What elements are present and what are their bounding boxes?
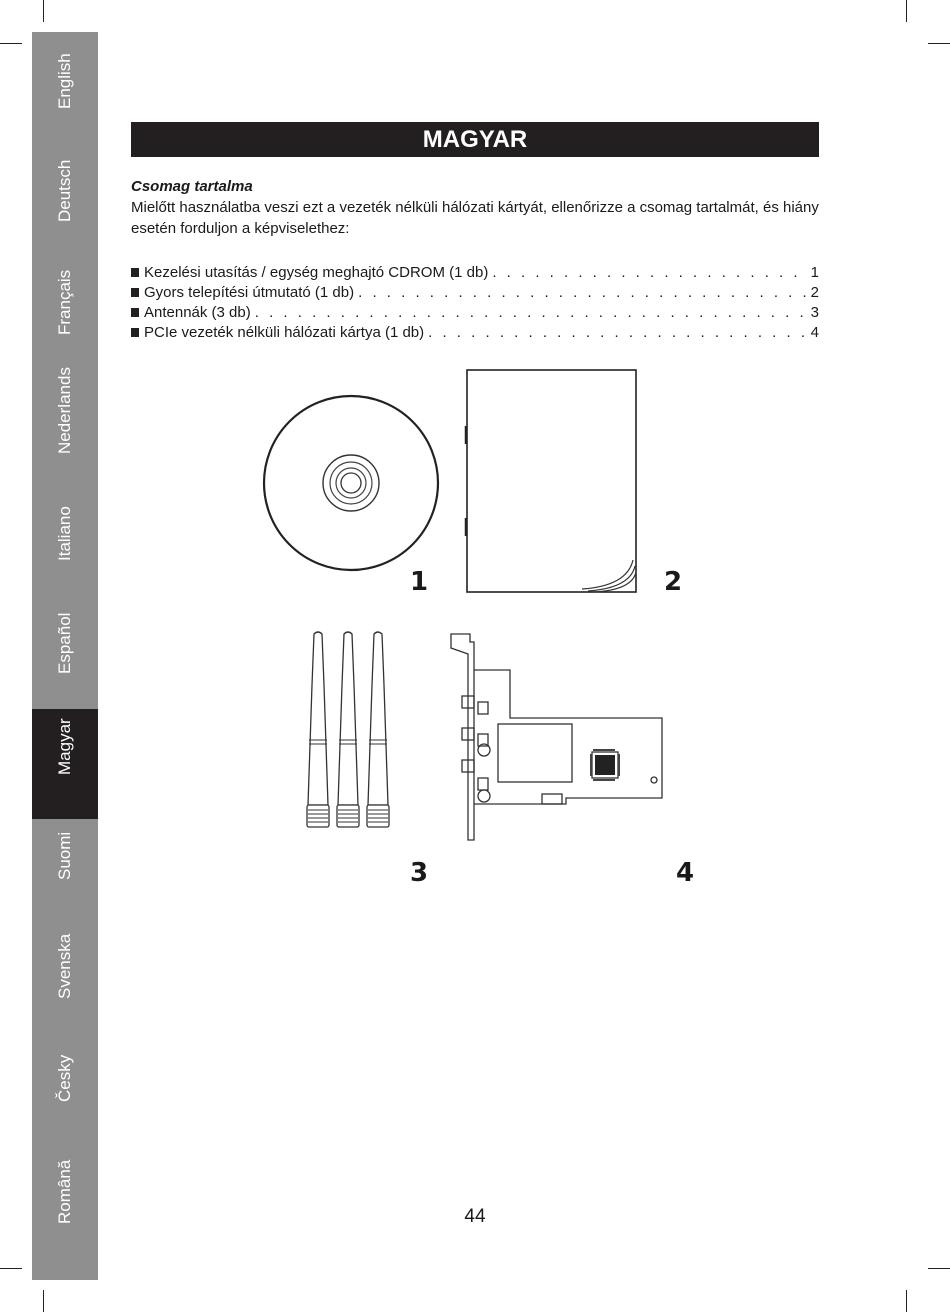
tab-nederlands[interactable]: Nederlands [32, 367, 98, 484]
package-contents-list: Kezelési utasítás / egység meghajtó CDRO… [131, 263, 819, 343]
crop-mark [906, 0, 907, 22]
figure-label-4: 4 [676, 858, 695, 888]
item-text: Antennák (3 db) [144, 304, 251, 321]
item-text: Gyors telepítési útmutató (1 db) [144, 284, 355, 301]
tab-svenska[interactable]: Svenska [32, 932, 98, 1045]
tab-label: Česky [55, 1054, 74, 1102]
tab-italiano[interactable]: Italiano [32, 484, 98, 597]
section-subtitle: Csomag tartalma [131, 178, 253, 195]
item-number: 3 [810, 304, 819, 321]
tab-deutsch[interactable]: Deutsch [32, 145, 98, 258]
tab-magyar[interactable]: Magyar [32, 709, 98, 819]
crop-mark [43, 0, 44, 22]
crop-mark [906, 1290, 907, 1312]
cdrom-illustration [262, 394, 440, 572]
dot-leader: . . . . . . . . . . . . . . . . . . . . … [254, 304, 807, 321]
crop-mark [0, 1268, 22, 1269]
tab-label: Français [55, 269, 74, 335]
dot-leader: . . . . . . . . . . . . . . . . . . . . … [492, 264, 806, 281]
tab-label: Deutsch [55, 159, 74, 222]
tab-label: Español [55, 612, 74, 674]
item-number: 1 [810, 264, 819, 281]
tab-suomi[interactable]: Suomi [32, 819, 98, 932]
list-item: PCIe vezeték nélküli hálózati kártya (1 … [131, 323, 819, 343]
tab-label: Magyar [55, 718, 74, 775]
tab-english[interactable]: English [32, 32, 98, 145]
tab-cesky[interactable]: Česky [32, 1045, 98, 1158]
list-item: Gyors telepítési útmutató (1 db) . . . .… [131, 283, 819, 303]
item-text: PCIe vezeték nélküli hálózati kártya (1 … [144, 324, 425, 341]
figure-label-3: 3 [410, 858, 429, 888]
antennas-illustration [306, 631, 390, 828]
page-number: 44 [464, 1206, 486, 1227]
crop-mark [928, 1268, 950, 1269]
tab-espanol[interactable]: Español [32, 597, 98, 710]
tab-label: Italiano [55, 506, 74, 561]
square-bullet-icon [131, 268, 139, 277]
tab-label: Suomi [55, 831, 74, 880]
figure-label-1: 1 [410, 567, 429, 597]
item-number: 4 [810, 324, 819, 341]
square-bullet-icon [131, 308, 139, 317]
language-sidebar: English Deutsch Français Nederlands Ital… [32, 32, 98, 1280]
intro-paragraph: Mielőtt használatba veszi ezt a vezeték … [131, 199, 819, 237]
tab-label: Svenska [55, 933, 74, 999]
dot-leader: . . . . . . . . . . . . . . . . . . . . … [358, 284, 807, 301]
item-number: 2 [810, 284, 819, 301]
quick-guide-booklet-illustration [464, 369, 637, 593]
crop-mark [928, 43, 950, 44]
square-bullet-icon [131, 288, 139, 297]
pcie-card-illustration [450, 633, 663, 841]
section-header: MAGYAR [131, 122, 819, 157]
list-item: Kezelési utasítás / egység meghajtó CDRO… [131, 263, 819, 283]
figure-label-2: 2 [664, 567, 683, 597]
list-item: Antennák (3 db) . . . . . . . . . . . . … [131, 303, 819, 323]
tab-label: English [55, 53, 74, 109]
crop-mark [43, 1290, 44, 1312]
square-bullet-icon [131, 328, 139, 337]
item-text: Kezelési utasítás / egység meghajtó CDRO… [144, 264, 489, 281]
dot-leader: . . . . . . . . . . . . . . . . . . . . … [428, 324, 807, 341]
crop-mark [0, 43, 22, 44]
tab-label: Nederlands [55, 367, 74, 454]
tab-francais[interactable]: Français [32, 258, 98, 371]
